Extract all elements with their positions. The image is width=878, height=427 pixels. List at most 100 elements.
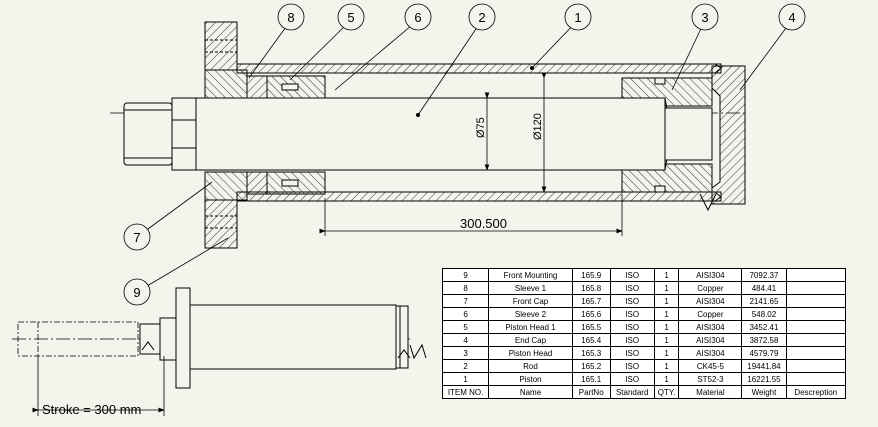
sleeve-1-upper <box>246 75 268 99</box>
balloon-5-label: 5 <box>347 10 354 25</box>
balloon-6 <box>404 3 432 31</box>
bom-cell: 1 <box>653 359 680 373</box>
bom-header-cell: Descreption <box>785 385 847 399</box>
bom-cell: ISO <box>609 281 655 295</box>
bom-cell: Piston Head 1 <box>488 320 573 334</box>
bom-cell: ISO <box>609 307 655 321</box>
bom-cell: 19441.84 <box>741 359 787 373</box>
bom-cell: 16221.55 <box>741 372 787 386</box>
section-view <box>110 21 746 249</box>
bom-header-cell: PartNo <box>571 385 611 399</box>
bom-cell: AISI304 <box>678 320 743 334</box>
balloon-5 <box>337 3 365 31</box>
balloon-7-label: 7 <box>133 230 140 245</box>
bom-cell: 165.4 <box>571 333 611 347</box>
balloon-6-label: 6 <box>414 10 421 25</box>
ext-barrel <box>189 304 397 370</box>
bom-cell: 165.7 <box>571 294 611 308</box>
bom-cell <box>785 346 847 360</box>
balloon-2-label: 2 <box>478 10 485 25</box>
bom-cell: 1 <box>653 294 680 308</box>
bom-cell: CK45-5 <box>678 359 743 373</box>
bom-cell: AISI304 <box>678 346 743 360</box>
bom-cell: ST52-3 <box>678 372 743 386</box>
bom-cell: 165.1 <box>571 372 611 386</box>
stroke-label: Stroke = 300 mm <box>42 402 141 417</box>
bom-cell: 3872.58 <box>741 333 787 347</box>
bom-cell: 1 <box>653 307 680 321</box>
rod-end-hex <box>171 97 197 171</box>
bom-cell: Piston <box>488 372 573 386</box>
barrel-upper <box>236 63 722 74</box>
bom-cell: Copper <box>678 281 743 295</box>
bom-cell: ISO <box>609 294 655 308</box>
bom-cell: ISO <box>609 372 655 386</box>
bom-header-cell: Name <box>488 385 573 399</box>
bom-cell: AISI304 <box>678 294 743 308</box>
bom-cell: Front Cap <box>488 294 573 308</box>
bom-cell: 3452.41 <box>741 320 787 334</box>
bom-cell: 4579.79 <box>741 346 787 360</box>
sleeve-1-lower <box>246 171 268 195</box>
bom-cell: End Cap <box>488 333 573 347</box>
exterior-view <box>12 287 427 416</box>
bom-cell <box>785 320 847 334</box>
bom-cell: 165.6 <box>571 307 611 321</box>
front-mounting-lower <box>204 199 238 249</box>
bom-cell: Piston Head <box>488 346 573 360</box>
bom-cell <box>785 294 847 308</box>
bom-cell: 1 <box>441 372 490 386</box>
ext-rod <box>159 317 177 361</box>
end-cap <box>711 65 746 205</box>
rod <box>194 97 666 171</box>
bom-header-cell: Standard <box>609 385 655 399</box>
bom-cell <box>785 281 847 295</box>
bom-cell: 165.5 <box>571 320 611 334</box>
bom-cell: 165.3 <box>571 346 611 360</box>
bom-cell: 2 <box>441 359 490 373</box>
bom-cell: Copper <box>678 307 743 321</box>
rod-diameter-label: Ø75 <box>475 117 487 138</box>
front-mounting-upper <box>204 21 238 71</box>
bom-cell: 484.41 <box>741 281 787 295</box>
bom-cell: 1 <box>653 372 680 386</box>
bom-cell: 7 <box>441 294 490 308</box>
bom-cell: Sleeve 2 <box>488 307 573 321</box>
balloon-7 <box>123 223 151 251</box>
bom-cell <box>785 307 847 321</box>
balloon-8 <box>277 3 305 31</box>
balloon-4-label: 4 <box>788 10 795 25</box>
bom-cell: 6 <box>441 307 490 321</box>
bom-cell <box>785 359 847 373</box>
bom-cell <box>785 333 847 347</box>
bom-cell: 5 <box>441 320 490 334</box>
bom-cell: AISI304 <box>678 333 743 347</box>
bom-cell: ISO <box>609 268 655 282</box>
bom-cell: AISI304 <box>678 268 743 282</box>
bom-cell: 1 <box>653 281 680 295</box>
rod-end-thread <box>123 102 173 166</box>
balloon-9-label: 9 <box>133 285 140 300</box>
balloon-3-label: 3 <box>701 10 708 25</box>
bom-cell: 1 <box>653 346 680 360</box>
stroke-length-label: 300.500 <box>460 216 507 231</box>
balloon-1-label: 1 <box>574 10 581 25</box>
bom-cell <box>785 372 847 386</box>
balloons <box>123 3 806 306</box>
bom-cell: 165.8 <box>571 281 611 295</box>
bom-cell: 7092.37 <box>741 268 787 282</box>
bom-cell: Sleeve 1 <box>488 281 573 295</box>
bom-cell: 1 <box>653 268 680 282</box>
front-cap-upper <box>204 69 248 99</box>
bom-cell: ISO <box>609 333 655 347</box>
